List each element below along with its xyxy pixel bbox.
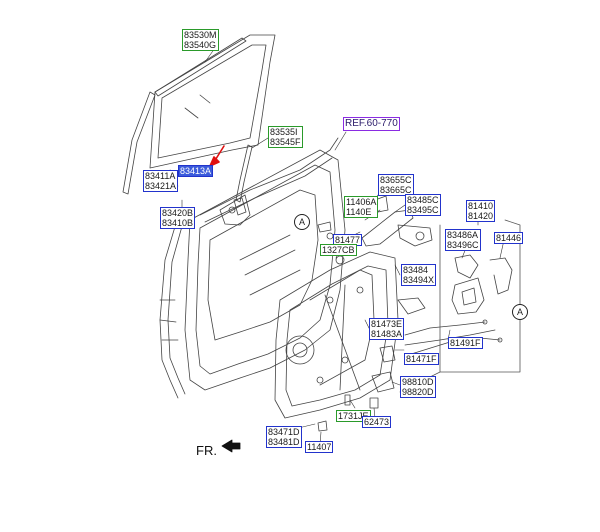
detail-marker-a-callout: A (512, 304, 528, 320)
detail-marker-a: A (294, 214, 310, 230)
part-label-cable2[interactable]: 81471F (404, 353, 439, 365)
part-label-cable[interactable]: 81491F (448, 337, 483, 349)
front-direction-arrow (221, 439, 241, 453)
reference-label[interactable]: REF.60-770 (343, 117, 400, 131)
small-parts (317, 221, 396, 432)
glass-channel (233, 144, 253, 216)
front-direction-label: FR. (196, 443, 217, 458)
window-regulator (274, 251, 399, 419)
door-glass (149, 34, 276, 169)
run-channel (122, 37, 247, 195)
door-frame (159, 137, 339, 399)
part-label-sash-highlighted[interactable]: 83413A (178, 165, 214, 177)
door-panel (184, 149, 346, 391)
part-label-nut[interactable]: 11407 (305, 441, 334, 453)
part-label-screw[interactable]: 62473 (362, 416, 392, 428)
part-label-rod[interactable]: 81446 (494, 232, 524, 244)
highlight-arrow (209, 145, 225, 167)
part-label-grommet[interactable]: 1327CB (320, 244, 357, 256)
door-latch (451, 257, 513, 315)
handle-cover (397, 254, 479, 315)
